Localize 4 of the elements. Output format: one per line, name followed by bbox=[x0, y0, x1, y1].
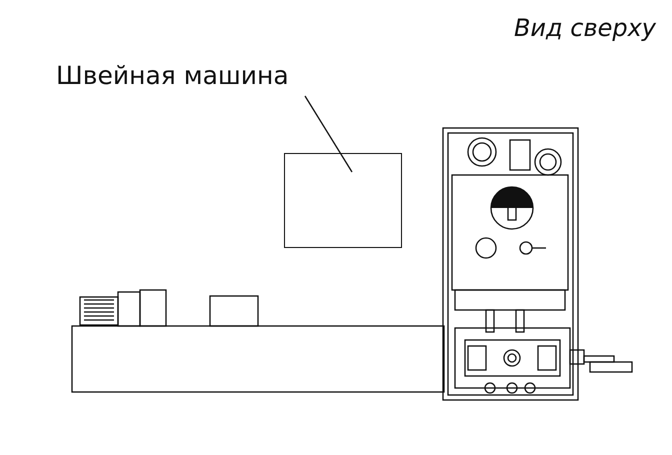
view-caption: Вид сверху bbox=[514, 14, 656, 42]
sewing-machine-outline bbox=[284, 153, 402, 248]
leader-line bbox=[304, 96, 353, 172]
part-label: Швейная машина bbox=[56, 58, 289, 94]
